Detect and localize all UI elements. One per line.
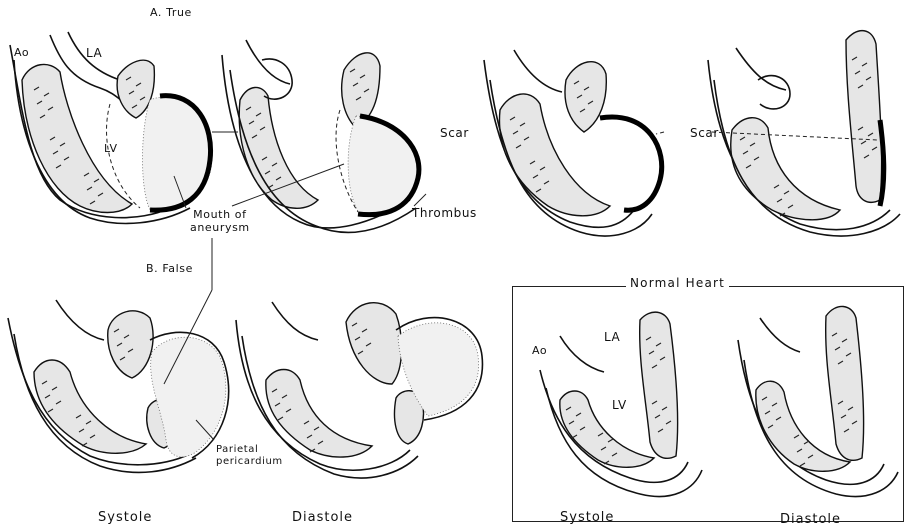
caption-diastole-right: Diastole (780, 512, 841, 527)
ao-label-a: Ao (14, 46, 29, 59)
caption-diastole-left: Diastole (292, 510, 353, 525)
la-label-a: LA (86, 46, 102, 60)
scar-label-a: Scar (440, 126, 469, 140)
section-a-title: A. True (150, 6, 192, 19)
normal-heart-title: Normal Heart (626, 276, 729, 290)
ao-label-normal: Ao (532, 344, 547, 357)
caption-systole-right: Systole (560, 510, 614, 525)
false-aneurysm-systole-drawing (8, 300, 229, 472)
scar-mid-leader-left (656, 132, 664, 134)
lv-label-a: LV (104, 142, 118, 155)
thrombus-leader (414, 194, 426, 206)
scar-systole-drawing (484, 50, 662, 236)
la-label-normal: LA (604, 330, 620, 344)
true-aneurysm-diastole-drawing (222, 40, 420, 232)
scar-label-mid: Scar (690, 126, 719, 140)
parietal-pericardium-label: Parietal pericardium (216, 444, 283, 468)
mouth-of-aneurysm-label: Mouth of aneurysm (190, 208, 250, 234)
lv-label-normal: LV (612, 398, 627, 412)
true-aneurysm-systole-drawing (10, 32, 212, 223)
caption-systole-left: Systole (98, 510, 152, 525)
section-b-title: B. False (146, 262, 193, 275)
thrombus-label: Thrombus (412, 206, 477, 220)
normal-heart-frame (512, 286, 904, 522)
